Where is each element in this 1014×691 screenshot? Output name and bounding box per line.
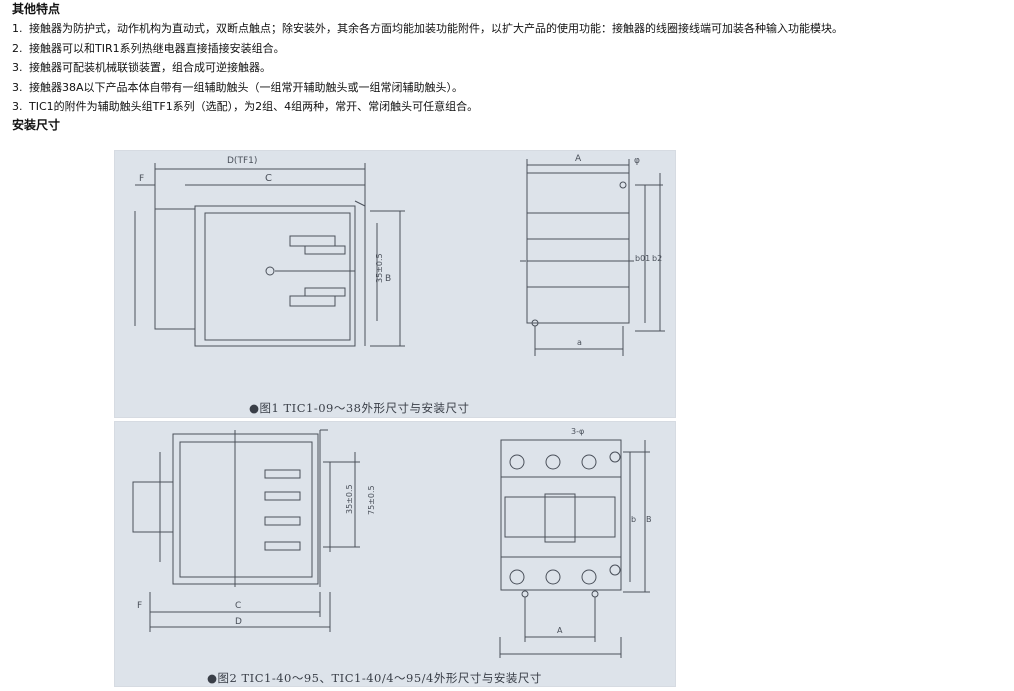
feature-text: 接触器可配装机械联锁装置，组合成可逆接触器。: [29, 61, 271, 74]
svg-text:C: C: [235, 601, 241, 611]
svg-text:75±0.5: 75±0.5: [367, 485, 376, 515]
feature-number: 2.: [12, 41, 23, 55]
svg-text:A: A: [557, 626, 563, 635]
figure-1-caption: ●图1 TIC1-09～38外形尺寸与安装尺寸: [249, 401, 470, 415]
feature-number: 3.: [12, 61, 23, 74]
svg-text:35±0.5: 35±0.5: [375, 253, 384, 283]
svg-text:3-φ: 3-φ: [571, 427, 584, 436]
figure-2-drawing: C D F 35±0.5 75±0.5 A b B 3-φ ●图2 TIC1-4…: [114, 421, 676, 687]
features-list: 1. 接触器为防护式，动作机构为直动式，双断点触点；除安装外，其余各方面均能加装功…: [12, 19, 843, 117]
feature-text: 接触器38A以下产品本体自带有一组辅助触头（一组常开辅助触头或一组常闭辅助触头）…: [29, 80, 464, 94]
svg-text:B: B: [385, 274, 391, 284]
feature-number: 3.: [12, 80, 23, 94]
figure-2-caption: ●图2 TIC1-40～95、TIC1-40/4～95/4外形尺寸与安装尺寸: [207, 671, 542, 685]
svg-text:b2: b2: [652, 254, 662, 263]
feature-item: 3. TIC1的附件为辅助触头组TF1系列（选配），为2组、4组两种，常开、常闭触…: [12, 97, 843, 117]
feature-item: 3. 接触器38A以下产品本体自带有一组辅助触头（一组常开辅助触头或一组常闭辅助触…: [12, 78, 843, 98]
feature-number: 1.: [12, 22, 23, 35]
feature-text: 接触器为防护式，动作机构为直动式，双断点触点；除安装外，其余各方面均能加装功能附…: [29, 22, 843, 35]
feature-text: 接触器可以和TIR1系列热继电器直接插接安装组合。: [29, 41, 285, 55]
svg-text:D(TF1): D(TF1): [227, 156, 257, 166]
feature-item: 1. 接触器为防护式，动作机构为直动式，双断点触点；除安装外，其余各方面均能加装功…: [12, 19, 843, 39]
figure-1-drawing: D(TF1) C F B 35±0.5 A φ b01 b2 a ●图1 TIC…: [114, 150, 676, 418]
svg-text:C: C: [265, 173, 272, 184]
feature-text: TIC1的附件为辅助触头组TF1系列（选配），为2组、4组两种，常开、常闭触头可…: [29, 100, 479, 113]
svg-text:35±0.5: 35±0.5: [345, 484, 354, 514]
features-heading: 其他特点: [12, 2, 61, 16]
figure-1-svg: D(TF1) C F B 35±0.5 A φ b01 b2 a: [134, 154, 665, 356]
svg-text:B: B: [646, 515, 652, 524]
feature-item: 3. 接触器可配装机械联锁装置，组合成可逆接触器。: [12, 58, 843, 78]
svg-text:φ: φ: [634, 156, 640, 166]
dimensions-heading: 安装尺寸: [12, 118, 61, 132]
feature-number: 3.: [12, 100, 23, 113]
svg-text:A: A: [575, 154, 582, 164]
svg-text:b01: b01: [635, 254, 650, 263]
figure-2-svg: C D F 35±0.5 75±0.5 A b B 3-φ: [132, 427, 652, 658]
svg-text:F: F: [137, 601, 142, 611]
svg-text:D: D: [235, 617, 242, 627]
svg-text:a: a: [577, 338, 582, 347]
svg-text:F: F: [139, 174, 144, 184]
svg-text:b: b: [631, 515, 636, 524]
feature-item: 2. 接触器可以和TIR1系列热继电器直接插接安装组合。: [12, 39, 843, 59]
